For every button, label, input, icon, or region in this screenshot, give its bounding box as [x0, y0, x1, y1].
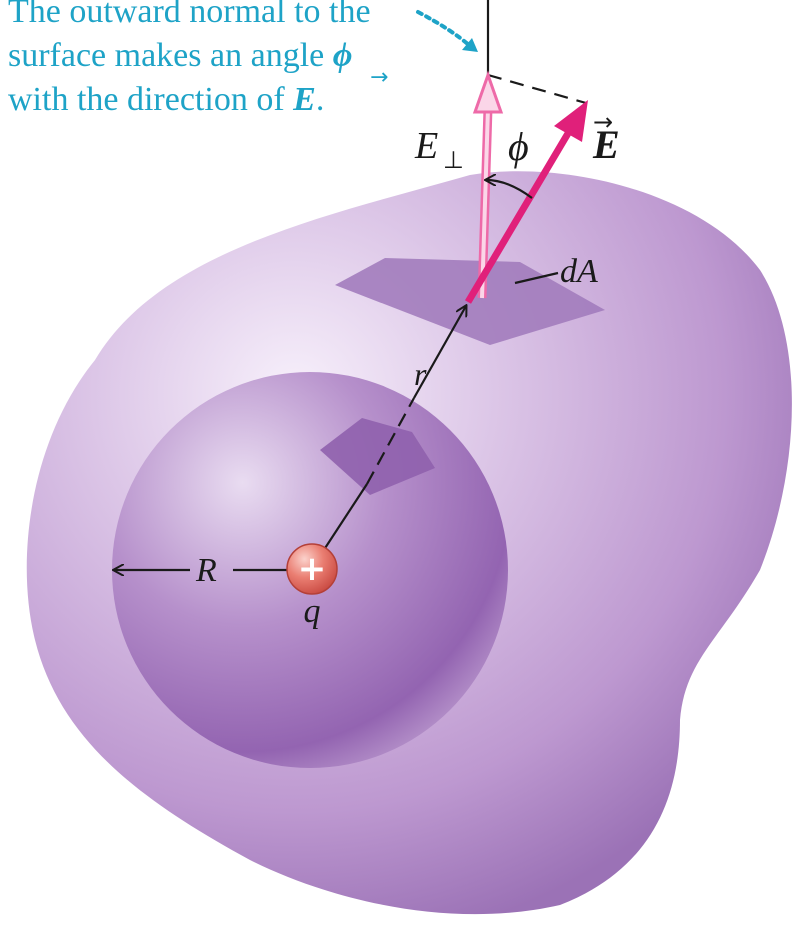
caption-line-2: surface makes an angle ϕ [8, 37, 352, 74]
caption-line-3: with the direction of E. [8, 81, 324, 118]
e-vector-shaft [464, 128, 574, 304]
label-e-vector-arrow: → [593, 108, 613, 136]
e-perp-vector-core [480, 107, 490, 299]
caption-pointer-head [462, 38, 478, 52]
label-e-vector: E [592, 122, 620, 167]
radius-line-dashed [366, 397, 415, 485]
e-perp-vector-head [472, 70, 504, 114]
charge-sign: + [298, 549, 327, 589]
caption-vector-arrow: → [370, 65, 388, 90]
inner-area-element [320, 418, 435, 495]
projection-dashed-line [487, 73, 587, 105]
caption-line-1: The outward normal to the [8, 0, 371, 30]
label-charge-q: q [304, 593, 321, 630]
point-charge [286, 543, 338, 595]
caption-pointer [416, 10, 472, 48]
area-element-leader [514, 271, 559, 285]
label-e-perp: E [414, 125, 438, 167]
label-distance-r: r [414, 356, 427, 392]
label-perp-sign: ⊥ [443, 146, 464, 174]
label-radius-R: R [195, 552, 217, 589]
label-area-element: dA [560, 253, 598, 290]
radius-line-upper [413, 306, 466, 399]
label-phi: ϕ [508, 124, 529, 169]
e-vector-head [554, 100, 588, 142]
phi-angle-arc [486, 180, 533, 199]
